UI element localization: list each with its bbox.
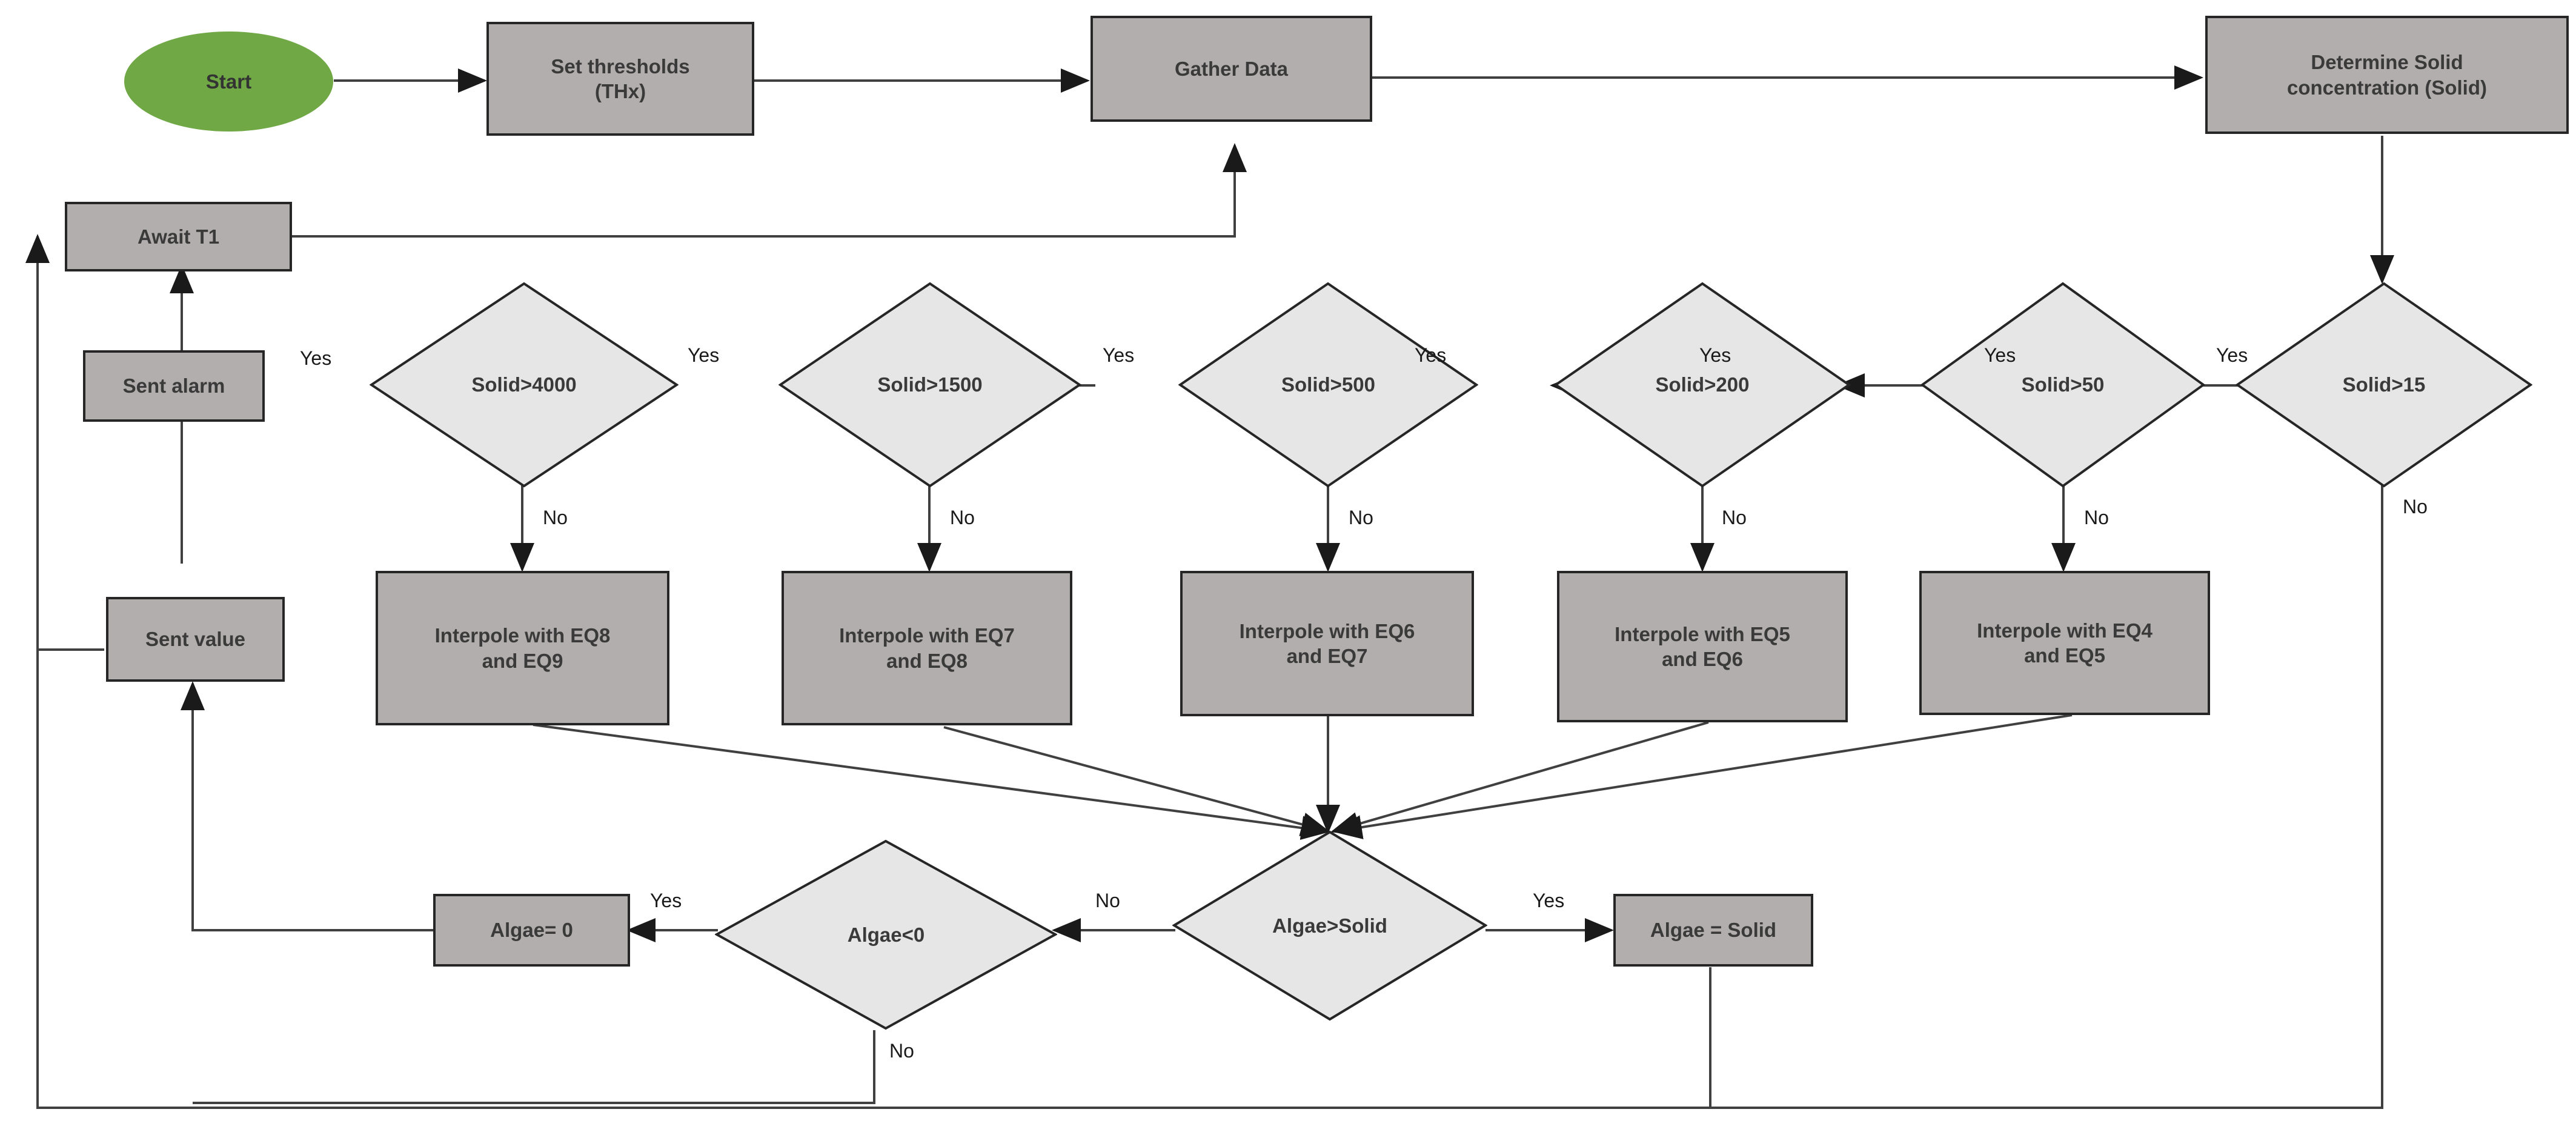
node-interpole-eq8-eq9-line1: Interpole with EQ8 [434, 624, 611, 647]
node-decision-solid-4000-label: Solid>4000 [471, 373, 577, 396]
edge-label-yes-solid200: Yes [1699, 344, 1731, 366]
edge-label-no-solid50: No [2084, 507, 2109, 528]
edge-label-yes-algae-gt-solid: Yes [1533, 890, 1565, 911]
edge-awaitt1-to-gather [291, 143, 1247, 238]
edge-label-yes-algae-lt-zero: Yes [650, 890, 682, 911]
diamond-shape [1920, 282, 2205, 488]
edge-label-no-solid15: No [2403, 496, 2428, 518]
node-interpole-eq4-eq5[interactable]: Interpole with EQ4 and EQ5 [1919, 571, 2210, 715]
edge-label-yes-sentalarm: Yes [300, 347, 332, 369]
diamond-shape [370, 282, 679, 488]
node-decision-solid-4000[interactable]: Solid>4000 [370, 282, 679, 488]
node-algae-equals-solid-label: Algae = Solid [1650, 919, 1777, 942]
node-decision-solid-15-label: Solid>15 [2342, 373, 2426, 396]
node-await-t1-label: Await T1 [137, 225, 220, 248]
node-decision-algae-gt-solid-label: Algae>Solid [1272, 914, 1387, 937]
node-decision-algae-gt-solid[interactable]: Algae>Solid [1172, 830, 1487, 1021]
node-interpole-eq7-eq8-line2: and EQ8 [886, 649, 968, 672]
node-sent-alarm-label: Sent alarm [122, 375, 225, 398]
node-decision-algae-lt-zero[interactable]: Algae<0 [715, 839, 1057, 1030]
node-decision-solid-15[interactable]: Solid>15 [2236, 282, 2532, 488]
edge-label-no-solid200: No [1722, 507, 1747, 528]
edge-label-no-algae-gt-solid: No [1095, 890, 1120, 911]
edge-label-yes-solid15: Yes [2216, 344, 2248, 366]
edge-label-no-solid500: No [1349, 507, 1373, 528]
diamond-shape [2236, 282, 2532, 488]
edge-label-yes-solid500: Yes [1415, 344, 1447, 366]
edge-label-yes-solid4000: Yes [688, 344, 720, 366]
node-sent-alarm[interactable]: Sent alarm [83, 350, 265, 422]
node-set-thresholds[interactable]: Set thresholds (THx) [486, 22, 754, 136]
node-interpole-eq6-eq7[interactable]: Interpole with EQ6 and EQ7 [1180, 571, 1474, 716]
node-decision-solid-50[interactable]: Solid>50 [1920, 282, 2205, 488]
edge-label-yes-solid50: Yes [1984, 344, 2016, 366]
node-algae-equals-zero-label: Algae= 0 [490, 919, 573, 942]
diamond-shape [1172, 830, 1487, 1021]
edge-label-no-solid1500: No [950, 507, 975, 528]
diamond-shape [778, 282, 1081, 488]
node-decision-solid-200-label: Solid>200 [1655, 373, 1750, 396]
node-interpole-eq7-eq8[interactable]: Interpole with EQ7 and EQ8 [782, 571, 1072, 725]
node-sent-value-label: Sent value [145, 628, 246, 651]
node-algae-equals-solid[interactable]: Algae = Solid [1613, 894, 1813, 967]
node-interpole-eq7-eq8-line1: Interpole with EQ7 [839, 624, 1015, 647]
edge-label-no-solid4000: No [543, 507, 568, 528]
node-determine-solid-line1: Determine Solid [2311, 51, 2463, 74]
edge-label-yes-solid1500: Yes [1103, 344, 1135, 366]
node-interpole-eq8-eq9-line2: and EQ9 [482, 649, 563, 672]
node-decision-solid-1500[interactable]: Solid>1500 [778, 282, 1081, 488]
node-start-label: Start [205, 70, 252, 93]
node-start[interactable]: Start [124, 32, 333, 132]
node-decision-solid-500[interactable]: Solid>500 [1178, 282, 1478, 488]
diamond-shape [1554, 282, 1851, 488]
node-set-thresholds-line1: Set thresholds [551, 55, 690, 78]
node-sent-value[interactable]: Sent value [106, 597, 285, 682]
edge-eq89-to-dalgaegt [533, 724, 1330, 840]
node-algae-equals-zero[interactable]: Algae= 0 [433, 894, 630, 967]
node-interpole-eq5-eq6-line1: Interpole with EQ5 [1615, 622, 1790, 645]
edge-eq45-to-dalgaegt [1333, 714, 2073, 839]
diamond-shape [715, 839, 1057, 1030]
node-set-thresholds-line2: (THx) [594, 80, 646, 102]
node-gather-data[interactable]: Gather Data [1090, 16, 1372, 122]
node-interpole-eq6-eq7-line1: Interpole with EQ6 [1239, 619, 1415, 642]
node-await-t1[interactable]: Await T1 [65, 202, 292, 271]
node-decision-solid-1500-label: Solid>1500 [877, 373, 983, 396]
node-interpole-eq4-eq5-line2: and EQ5 [2024, 644, 2105, 667]
node-decision-solid-500-label: Solid>500 [1281, 373, 1375, 396]
node-decision-solid-200[interactable]: Solid>200 [1554, 282, 1851, 488]
node-determine-solid[interactable]: Determine Solid concentration (Solid) [2205, 16, 2569, 134]
diamond-shape [1178, 282, 1478, 488]
node-decision-solid-50-label: Solid>50 [2021, 373, 2105, 396]
node-decision-algae-lt-zero-label: Algae<0 [847, 923, 925, 946]
edge-eq56-to-dalgaegt [1330, 721, 1709, 836]
node-interpole-eq4-eq5-line1: Interpole with EQ4 [1977, 619, 2153, 642]
node-determine-solid-line2: concentration (Solid) [2287, 76, 2487, 99]
node-interpole-eq8-eq9[interactable]: Interpole with EQ8 and EQ9 [376, 571, 669, 725]
node-interpole-eq5-eq6[interactable]: Interpole with EQ5 and EQ6 [1557, 571, 1848, 722]
node-interpole-eq5-eq6-line2: and EQ6 [1662, 648, 1743, 670]
node-interpole-eq6-eq7-line2: and EQ7 [1286, 645, 1368, 667]
node-gather-data-label: Gather Data [1174, 57, 1289, 80]
edge-eq78-to-dalgaegt [943, 726, 1330, 836]
edge-dalgaelt0-no-bottomrail [193, 1030, 875, 1104]
edge-label-no-algae-lt-zero: No [889, 1040, 914, 1062]
